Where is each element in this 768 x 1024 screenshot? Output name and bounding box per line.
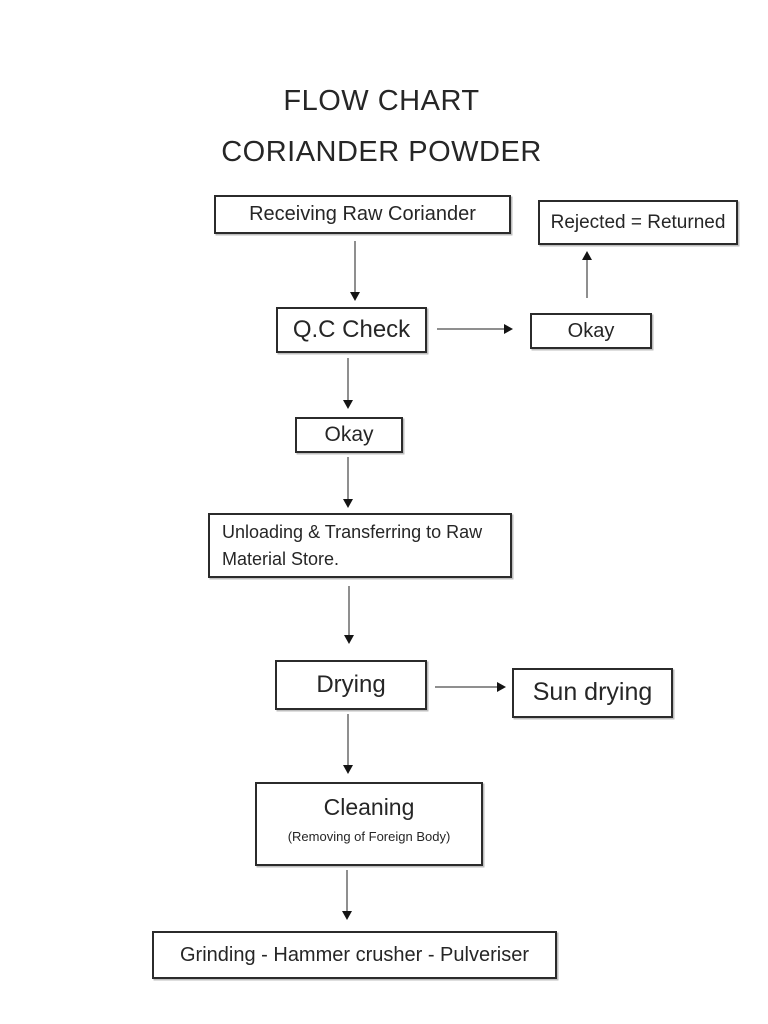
- arrowhead-up-icon: [582, 251, 592, 260]
- arrow-okay-right-to-rejected: [581, 251, 593, 298]
- arrow-shaft: [347, 714, 349, 765]
- arrow-qc-to-okay-center: [342, 358, 354, 409]
- node-cleaning: Cleaning (Removing of Foreign Body): [255, 782, 483, 866]
- node-unloading-transferring: Unloading & Transferring to Raw Material…: [208, 513, 512, 578]
- arrow-shaft: [437, 328, 504, 330]
- node-sun-drying: Sun drying: [512, 668, 673, 718]
- node-drying-label: Drying: [316, 671, 386, 698]
- node-okay-center: Okay: [295, 417, 403, 453]
- arrow-shaft: [348, 586, 350, 635]
- arrow-shaft: [347, 457, 349, 499]
- node-grinding-label: Grinding - Hammer crusher - Pulveriser: [180, 943, 529, 966]
- arrow-qc-to-okay-right: [437, 323, 513, 335]
- node-drying: Drying: [275, 660, 427, 710]
- arrow-cleaning-to-grinding: [341, 870, 353, 920]
- node-qc-check: Q.C Check: [276, 307, 427, 353]
- arrowhead-down-icon: [342, 911, 352, 920]
- node-cleaning-sublabel: (Removing of Foreign Body): [287, 828, 451, 844]
- arrowhead-right-icon: [504, 324, 513, 334]
- arrow-drying-to-cleaning: [342, 714, 354, 774]
- arrow-drying-to-sun-drying: [435, 681, 506, 693]
- node-rejected-label: Rejected = Returned: [550, 211, 726, 233]
- node-unloading-line2: Material Store.: [222, 548, 340, 569]
- arrow-shaft: [586, 260, 588, 298]
- arrow-shaft: [346, 870, 348, 911]
- arrow-shaft: [347, 358, 349, 400]
- arrowhead-right-icon: [497, 682, 506, 692]
- node-qc-check-label: Q.C Check: [292, 316, 411, 343]
- page-subtitle: CORIANDER POWDER: [221, 136, 542, 168]
- node-unloading-line1: Unloading & Transferring to Raw: [222, 521, 483, 542]
- arrowhead-down-icon: [343, 765, 353, 774]
- page-title: FLOW CHART: [283, 85, 480, 117]
- node-cleaning-label: Cleaning: [323, 794, 415, 820]
- arrowhead-down-icon: [344, 635, 354, 644]
- arrowhead-down-icon: [343, 400, 353, 409]
- arrowhead-down-icon: [343, 499, 353, 508]
- node-sun-drying-label: Sun drying: [532, 678, 653, 707]
- node-okay-center-label: Okay: [324, 422, 374, 446]
- arrow-receiving-to-qc: [349, 241, 361, 301]
- node-okay-right-label: Okay: [567, 319, 615, 342]
- arrow-shaft: [435, 686, 497, 688]
- node-okay-right: Okay: [530, 313, 652, 349]
- node-receiving-label: Receiving Raw Coriander: [249, 203, 476, 225]
- arrow-okay-to-unloading: [342, 457, 354, 508]
- arrow-shaft: [354, 241, 356, 292]
- node-rejected-returned: Rejected = Returned: [538, 200, 738, 245]
- arrowhead-down-icon: [350, 292, 360, 301]
- arrow-unloading-to-drying: [343, 586, 355, 644]
- node-grinding: Grinding - Hammer crusher - Pulveriser: [152, 931, 557, 979]
- node-receiving-raw-coriander: Receiving Raw Coriander: [214, 195, 511, 234]
